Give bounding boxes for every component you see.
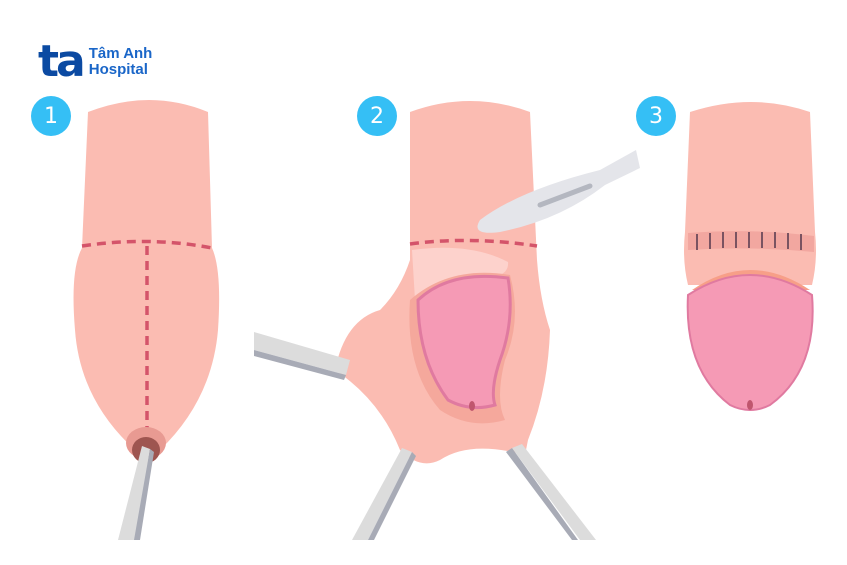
- logo-text: Tâm Anh Hospital: [89, 46, 153, 78]
- step-3-illustration: [684, 102, 816, 411]
- step-badge-2: 2: [357, 96, 397, 136]
- step-badge-3: 3: [636, 96, 676, 136]
- step-2-illustration: [254, 101, 640, 540]
- step-1-illustration: [73, 100, 220, 540]
- logo-line2: Hospital: [88, 61, 148, 78]
- hospital-logo: ta Tâm Anh Hospital: [38, 40, 152, 84]
- step-badge-1: 1: [31, 96, 71, 136]
- logo-line1: Tâm Anh: [88, 45, 153, 63]
- logo-mark: ta: [38, 36, 86, 87]
